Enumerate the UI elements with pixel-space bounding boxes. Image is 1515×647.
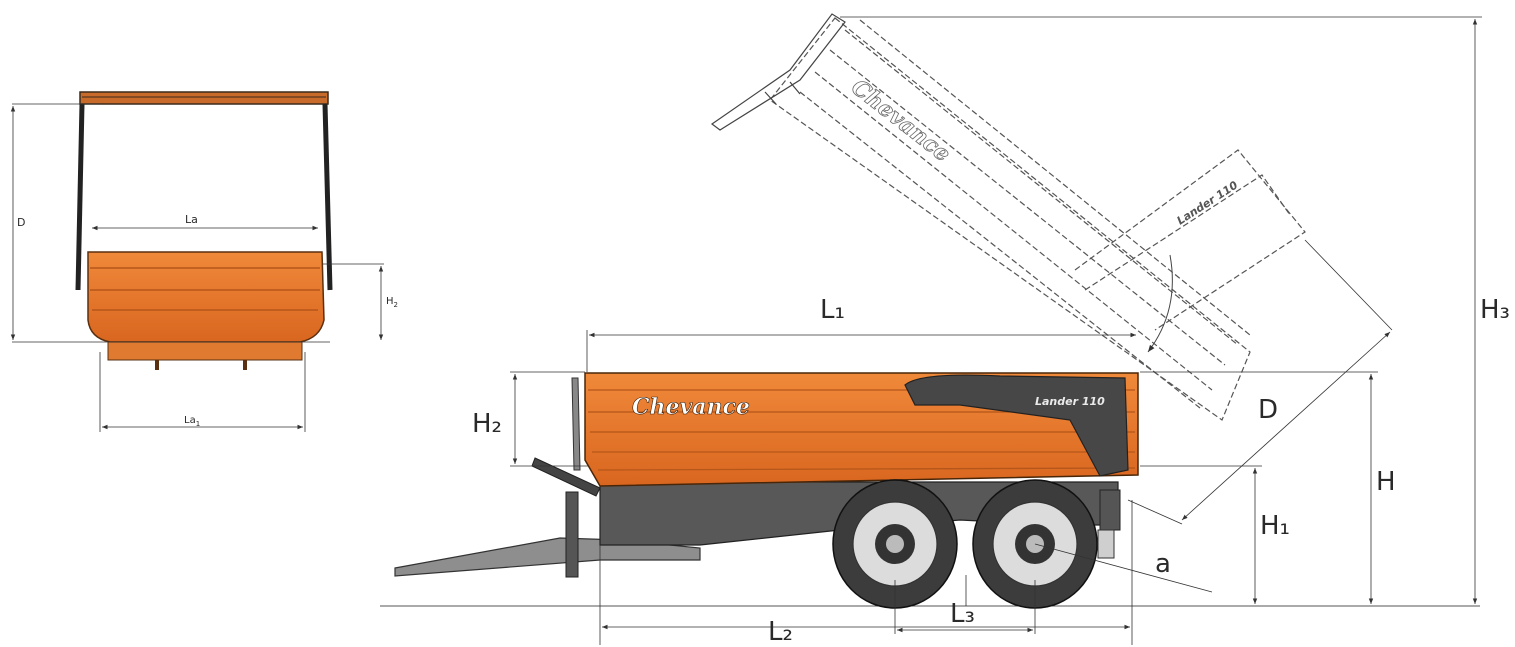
label-body-depth: D xyxy=(1258,395,1278,425)
front-tarp-frame xyxy=(79,91,329,105)
tip-arc xyxy=(1147,254,1173,353)
label-overall-length: L₂ xyxy=(768,617,793,647)
front-label-depth: D xyxy=(17,216,25,229)
model-plate: Lander 110 xyxy=(1035,395,1105,408)
dim-body-depth xyxy=(1181,331,1391,521)
label-axle-spacing: L₃ xyxy=(950,599,975,629)
label-sill-height: H₁ xyxy=(1260,511,1290,541)
label-side-height: H₂ xyxy=(472,409,502,439)
jack-stand xyxy=(565,491,579,578)
tipped-tarp-frame xyxy=(710,13,846,131)
tipped-body-outline xyxy=(769,17,1306,421)
tipped-model-plate: Lander 110 xyxy=(1175,178,1241,227)
side-view: Chevance Lander 110 Chevance Lander 110 xyxy=(380,13,1510,647)
wheel-front xyxy=(832,479,958,609)
front-label-outer-width: La1 xyxy=(184,415,200,428)
front-view: D La H2 La1 xyxy=(10,91,398,432)
front-tarp-arm-left xyxy=(75,103,85,291)
label-total-height: H xyxy=(1376,467,1396,497)
dim-tip-angle xyxy=(1034,543,1213,593)
front-tarp-arm-right xyxy=(322,103,333,291)
label-tip-angle: a xyxy=(1155,549,1171,579)
front-label-side-height: H2 xyxy=(386,296,398,309)
front-body xyxy=(87,251,325,343)
front-ladder xyxy=(571,377,581,471)
front-label-inner-width: La xyxy=(185,213,198,226)
label-body-length: L₁ xyxy=(820,295,845,325)
brand-logo: Chevance xyxy=(632,394,750,420)
label-tipped-height: H₃ xyxy=(1480,295,1510,325)
tipped-brand-text: Chevance xyxy=(846,74,955,167)
tipping-arm xyxy=(904,374,1129,477)
